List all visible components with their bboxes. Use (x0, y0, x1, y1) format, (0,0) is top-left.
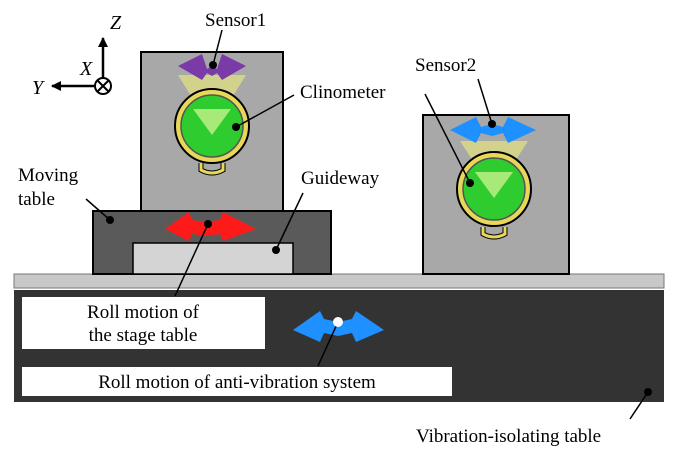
platform-strip (13, 273, 665, 289)
leader-lines (85, 29, 649, 420)
sensor2-label: Sensor2 (415, 55, 476, 76)
coordinate-axes: Z X Y (32, 12, 122, 99)
moving-table-label-line2: table (18, 189, 55, 210)
guideway-label: Guideway (301, 168, 380, 189)
sensor2-roll-arrow (450, 117, 536, 143)
x-axis-into-page-icon (94, 77, 112, 95)
guideway (132, 242, 294, 275)
stage-roll-label-box (22, 297, 265, 349)
roll-anti-vibration-label: Roll motion of anti-vibration system (98, 372, 376, 393)
anti-vibration-label-box (22, 367, 452, 396)
roll-stage-label-line1: Roll motion of (87, 302, 200, 323)
vibration-isolating-table-label: Vibration-isolating table (416, 426, 601, 447)
x-axis-label: X (79, 58, 93, 80)
sensor1-label: Sensor1 (205, 10, 266, 31)
clinometer-label: Clinometer (300, 82, 386, 103)
clinometer-1 (174, 75, 250, 176)
isolation-arrow-center-dot (333, 317, 343, 327)
y-axis-label: Y (32, 77, 45, 99)
z-axis-label: Z (110, 12, 122, 34)
roll-stage-label-line2: the stage table (89, 325, 198, 346)
moving-table-label-line1: Moving (18, 165, 79, 186)
clinometer-2 (456, 141, 532, 240)
leader-dots (106, 61, 652, 396)
